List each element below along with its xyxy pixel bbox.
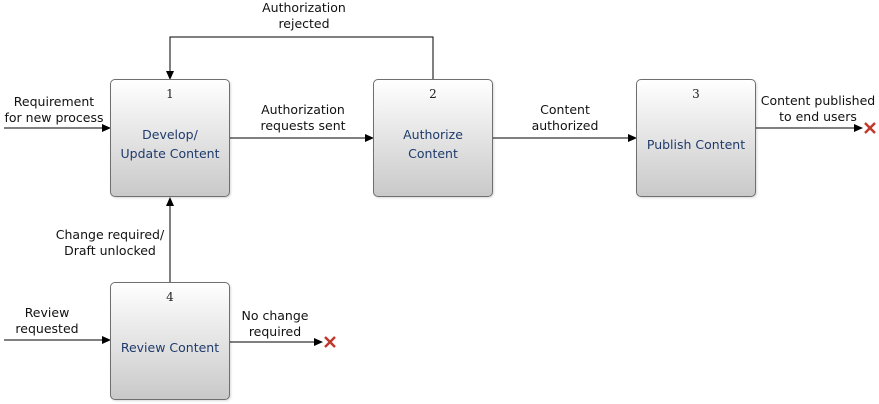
node-authorize-content[interactable]: 2 Authorize Content <box>373 79 493 197</box>
node-label: Authorize Content <box>374 92 492 196</box>
label-authorization-rejected: Authorization rejected <box>248 0 360 32</box>
label-line: requests sent <box>260 118 346 133</box>
node-publish-content[interactable]: 3 Publish Content <box>636 79 756 197</box>
node-label-line: Develop/ <box>142 127 198 142</box>
label-line: Content <box>540 102 590 117</box>
node-label: Review Content <box>111 295 229 399</box>
node-label-line: Review Content <box>120 339 220 355</box>
node-label-line: Update Content <box>120 146 220 161</box>
label-line: for new process <box>4 110 104 125</box>
node-label-line: Authorize <box>403 127 463 142</box>
label-line: No change <box>241 308 309 323</box>
label-no-change: No change required <box>230 308 320 340</box>
label-line: required <box>248 324 302 339</box>
label-requirement: Requirement for new process <box>2 94 106 126</box>
label-content-published: Content published to end users <box>758 93 878 125</box>
label-line: Review <box>24 305 70 320</box>
node-develop-update-content[interactable]: 1 Develop/ Update Content <box>110 79 230 197</box>
label-review-requested: Review requested <box>2 305 92 337</box>
terminator-x-icon <box>324 336 336 348</box>
label-line: requested <box>15 321 79 336</box>
label-line: to end users <box>779 109 857 124</box>
node-number: 3 <box>692 87 700 101</box>
node-label-line: Content <box>408 146 458 161</box>
label-authorization-requests: Authorization requests sent <box>250 102 356 134</box>
label-content-authorized: Content authorized <box>515 102 615 134</box>
node-label: Develop/ Update Content <box>111 92 229 196</box>
terminator-x-icon <box>864 122 876 134</box>
label-line: Draft unlocked <box>64 243 156 258</box>
label-line: authorized <box>531 118 599 133</box>
node-label-line: Publish Content <box>646 136 746 152</box>
label-change-required: Change required/ Draft unlocked <box>52 227 168 259</box>
label-line: Requirement <box>13 94 95 109</box>
label-line: Change required/ <box>55 227 165 242</box>
node-number: 4 <box>166 290 174 304</box>
arrow-rejected <box>166 36 434 80</box>
node-label: Publish Content <box>637 92 755 196</box>
label-line: rejected <box>278 16 330 31</box>
node-number: 1 <box>166 87 174 101</box>
node-number: 2 <box>429 87 437 101</box>
node-review-content[interactable]: 4 Review Content <box>110 282 230 400</box>
label-line: Authorization <box>262 0 346 15</box>
label-line: Authorization <box>261 102 345 117</box>
label-line: Content published <box>760 93 876 108</box>
